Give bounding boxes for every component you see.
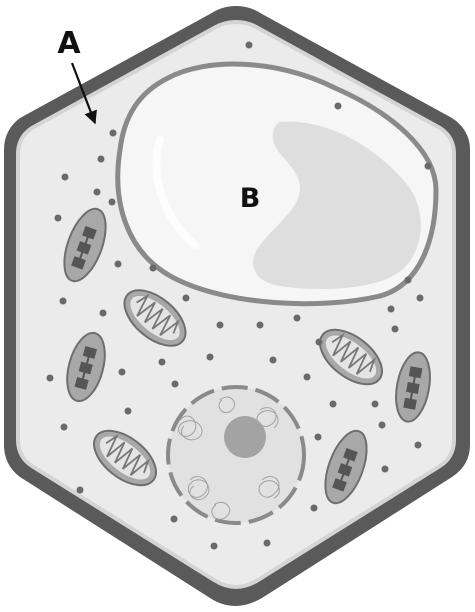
nucleus (168, 387, 304, 523)
nucleolus (224, 416, 266, 458)
label-a: A (57, 26, 81, 61)
label-b: B (240, 183, 261, 214)
